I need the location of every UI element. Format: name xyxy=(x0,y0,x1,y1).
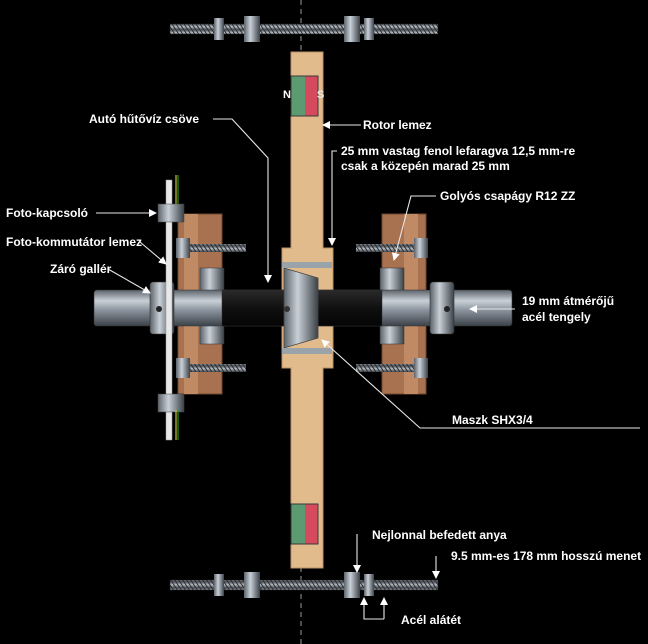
photo-switch-top xyxy=(157,175,185,223)
locking-collar-right xyxy=(429,281,455,335)
label-coolant-pipe: Autó hűtővíz csöve xyxy=(89,112,199,126)
label-phenolic-line2: csak a közepén marad 25 mm xyxy=(341,159,510,173)
magnet-bottom xyxy=(290,503,319,545)
label-locking-collar: Záró gallér xyxy=(50,262,112,276)
label-nylon-nut: Nejlonnal befedett anya xyxy=(372,528,507,542)
label-photo-switch: Foto-kapcsoló xyxy=(6,206,88,220)
label-ball-bearing: Golyós csapágy R12 ZZ xyxy=(440,189,575,203)
label-shaft-line1: 19 mm átmérőjű xyxy=(522,294,614,308)
photo-switch-bottom xyxy=(157,393,185,440)
taper-bushing xyxy=(282,262,332,354)
label-bushing: Maszk SHX3/4 xyxy=(452,413,533,427)
threaded-rod-bottom xyxy=(169,572,439,598)
photo-commutator-disk xyxy=(165,179,173,441)
label-phenolic-line1: 25 mm vastag fenol lefaragva 12,5 mm-re xyxy=(341,144,575,158)
clamp-bolts xyxy=(176,238,428,378)
label-photo-commutator: Foto-kommutátor lemez xyxy=(6,235,142,249)
label-threaded-rod: 9.5 mm-es 178 mm hosszú menet xyxy=(451,549,641,563)
threaded-rod-top xyxy=(169,16,439,42)
magnet-pole-s: S xyxy=(317,89,324,101)
leader-lines xyxy=(96,118,640,620)
label-rotor-plate: Rotor lemez xyxy=(363,118,432,132)
magnet-top xyxy=(290,75,319,117)
magnet-pole-n: N xyxy=(283,89,291,101)
label-steel-washer: Acél alátét xyxy=(401,613,461,627)
label-shaft-line2: acél tengely xyxy=(522,310,591,324)
